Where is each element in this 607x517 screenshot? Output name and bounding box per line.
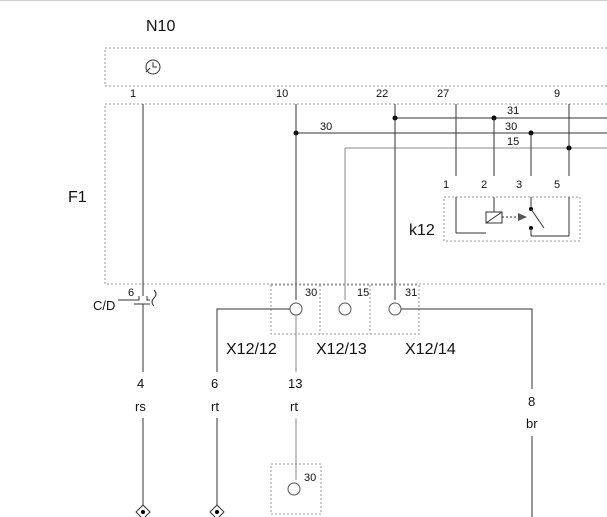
bottom-connector-pin: 30 [304,472,316,484]
wire-6-number: 6 [211,376,218,391]
bus-label-15: 15 [507,136,519,148]
n10-pin-27: 27 [437,88,449,100]
wire-13-number: 13 [288,376,302,391]
cd-label: C/D [93,298,115,313]
wire-4-color: rs [135,399,146,414]
n10-module-box [104,47,607,87]
x12-14-pin: 31 [405,287,417,299]
k12-label: k12 [409,222,435,239]
wire-13-color: rt [290,399,298,414]
k12-pin-5: 5 [554,179,560,191]
bottom-socket-icon [287,482,301,496]
ground-terminal-icon [135,504,151,517]
n10-pin-9: 9 [554,88,560,100]
wire-6-color: rt [211,399,219,414]
wire-4-number: 4 [137,376,144,391]
wire-6-upper [216,308,290,372]
wire-8-color: br [526,416,538,431]
k12-relay-box [443,196,581,242]
x12-12-socket-icon [289,302,303,316]
k12-pin-2: 2 [481,179,487,191]
tap-label-30: 30 [320,121,332,133]
relay-coil-icon [455,197,527,234]
x12-12-pin: 30 [305,287,317,299]
x12-14-socket-icon [388,302,402,316]
relay-switch-icon [529,197,570,237]
n10-label: N10 [146,18,175,35]
bus-label-30: 30 [505,121,517,133]
k12-pin-1: 1 [443,179,449,191]
f1-label: F1 [68,189,87,206]
ground-terminal-icon [209,504,225,517]
bus-label-31: 31 [507,105,519,117]
cd-connector-icon [118,289,157,307]
wire-8-number: 8 [528,394,535,409]
clock-icon [145,59,161,75]
x12-13-label: X12/13 [316,341,367,358]
x12-12-label: X12/12 [226,341,277,358]
cd-pin-6: 6 [128,287,134,299]
x12-14-label: X12/14 [405,341,456,358]
bottom-connector-box [270,463,322,515]
x12-13-pin: 15 [357,287,369,299]
x12-13-socket-icon [338,302,352,316]
wire-8-upper [401,308,533,389]
f1-module-box [104,103,607,285]
n10-pin-10: 10 [276,88,288,100]
n10-pin-1: 1 [130,88,136,100]
n10-pin-22: 22 [376,88,388,100]
k12-pin-3: 3 [516,179,522,191]
